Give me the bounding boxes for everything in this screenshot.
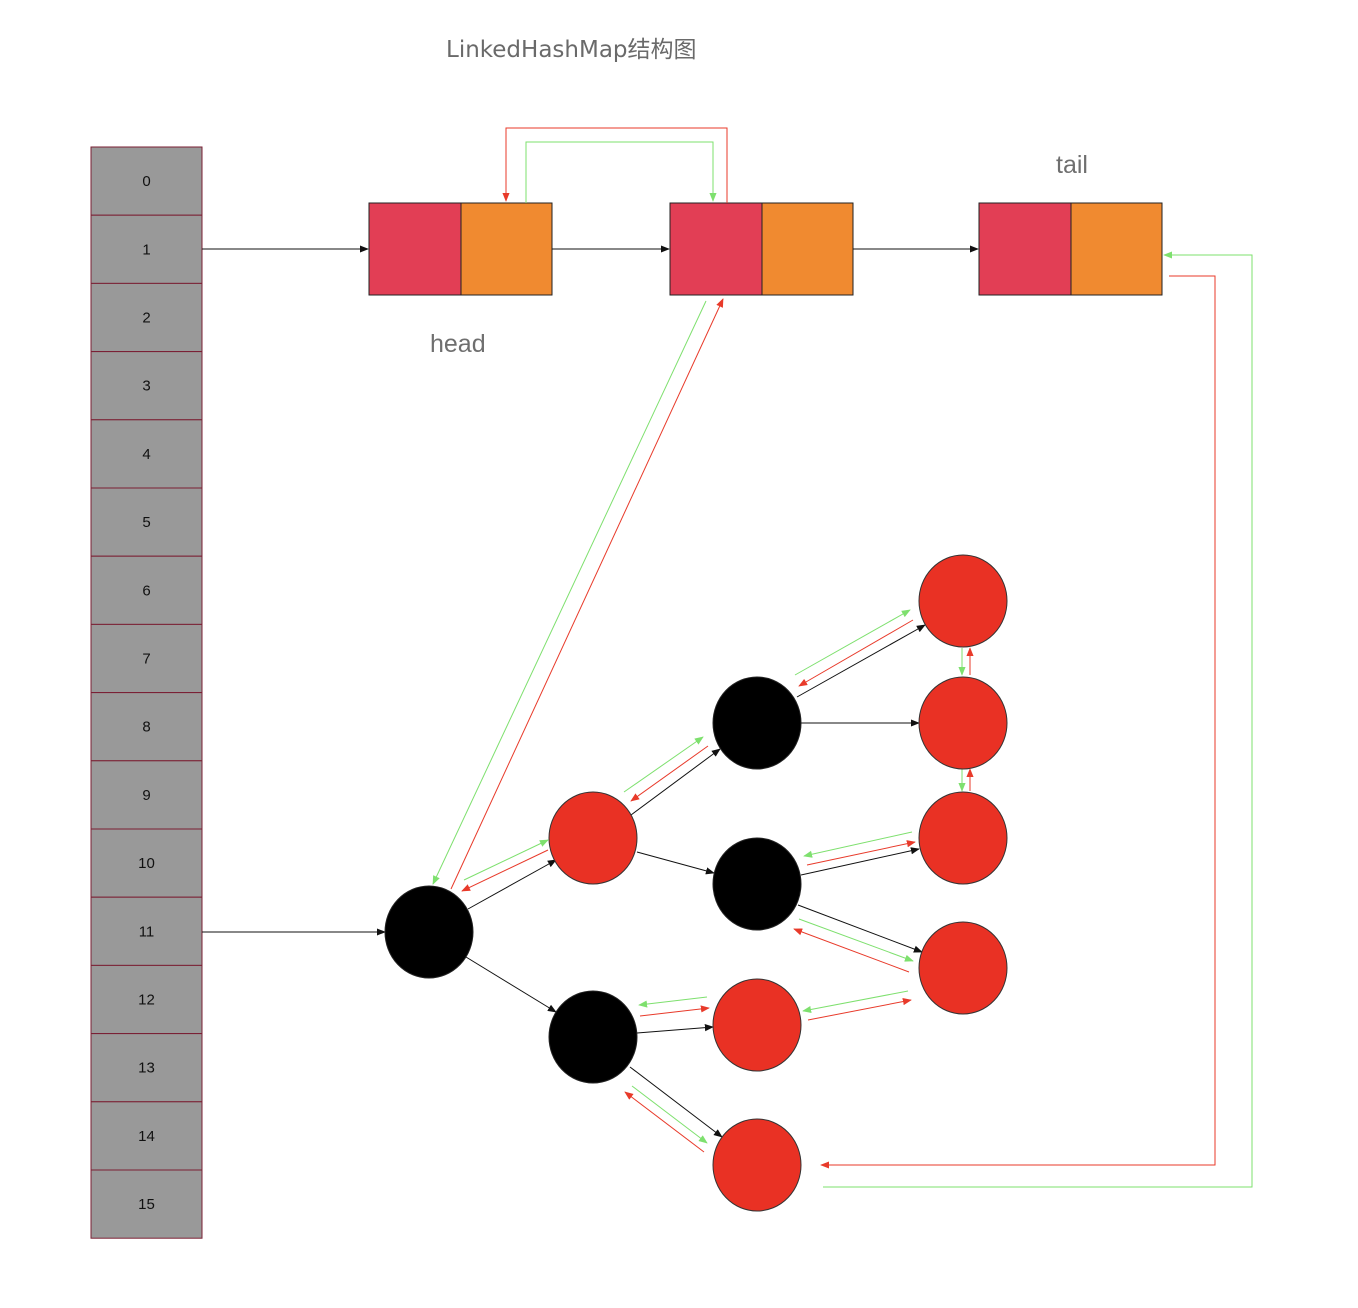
- before-link-arrow: [820, 275, 1216, 1169]
- before-link-arrow: [630, 745, 709, 802]
- tree-node-black: [712, 676, 802, 770]
- tree-links: [461, 609, 974, 1153]
- tree-node-red: [918, 791, 1008, 885]
- tree-node-black: [384, 885, 474, 979]
- bucket-cell: [90, 351, 203, 421]
- before-link-arrow: [798, 619, 914, 687]
- bucket-index-label: 1: [142, 241, 150, 258]
- bucket-cell: [90, 282, 203, 353]
- after-link-arrow: [432, 300, 707, 885]
- bucket-cell: [90, 828, 203, 898]
- tail-entry-key-cell: [978, 202, 1072, 296]
- middle-entry-value-cell: [761, 202, 854, 296]
- after-link-arrow: [794, 609, 911, 676]
- bucket-index-label: 7: [142, 651, 150, 668]
- diagram-title: LinkedHashMap结构图: [446, 37, 697, 63]
- bucket-cell: [90, 964, 203, 1035]
- tree-edges: [465, 624, 926, 1138]
- bucket-index-label: 12: [138, 992, 155, 1009]
- before-link-arrow: [807, 998, 912, 1021]
- tree-edge-arrow: [465, 956, 557, 1013]
- head-label: head: [430, 330, 486, 358]
- bucket-index-label: 9: [142, 787, 150, 804]
- tree-node-red: [918, 921, 1008, 1015]
- tree-edge-arrow: [636, 1024, 714, 1034]
- bucket-index-label: 11: [139, 923, 155, 940]
- tree-edge-arrow: [636, 851, 715, 875]
- tree-edge-arrow: [800, 847, 920, 876]
- bucket-index-label: 8: [142, 719, 150, 736]
- bucket-cell: [90, 419, 203, 489]
- head-entry-key-cell: [368, 202, 462, 296]
- after-link-arrow: [638, 996, 708, 1008]
- bucket-cell: [90, 1101, 203, 1171]
- after-link-arrow: [623, 736, 704, 793]
- before-link-arrow: [624, 1091, 705, 1153]
- bucket-cell: [90, 1169, 203, 1239]
- bucket-index-label: 3: [142, 378, 150, 395]
- after-link-arrow: [525, 141, 717, 203]
- head-entry-value-cell: [460, 202, 553, 296]
- bucket-cell: [90, 623, 203, 694]
- bucket-index-label: 2: [142, 310, 150, 327]
- middle-entry-key-cell: [669, 202, 763, 296]
- tree-node-red: [918, 676, 1008, 770]
- bucket-index-label: 14: [138, 1128, 155, 1145]
- bucket-index-label: 13: [138, 1060, 155, 1077]
- before-link-arrow: [461, 849, 549, 892]
- tree-node-red: [918, 554, 1008, 648]
- tail-entry-value-cell: [1070, 202, 1163, 296]
- red-black-tree: [384, 554, 1008, 1212]
- before-link-arrow: [502, 127, 728, 203]
- bucket-cell: [90, 214, 203, 284]
- head-entry: [368, 202, 553, 296]
- next-pointers: [202, 245, 979, 936]
- before-link-arrow: [793, 928, 910, 973]
- bucket-index-label: 0: [142, 173, 150, 190]
- before-link-arrow: [639, 1005, 710, 1017]
- after-link-arrow: [803, 831, 913, 858]
- tree-node-red: [712, 978, 802, 1072]
- bucket-cell: [90, 487, 203, 557]
- after-link-arrow: [631, 1085, 708, 1144]
- tree-node-red: [548, 791, 638, 885]
- bucket-index-label: 10: [138, 855, 155, 872]
- bucket-index-label: 5: [142, 514, 150, 531]
- bucket-cell: [90, 896, 203, 966]
- tail-entry: [978, 202, 1163, 296]
- after-link-arrow: [463, 839, 549, 881]
- before-link-arrow: [450, 298, 724, 890]
- after-link-arrow: [823, 251, 1253, 1188]
- tree-node-black: [548, 990, 638, 1084]
- middle-entry: [669, 202, 854, 296]
- tree-edge-arrow: [467, 859, 557, 910]
- after-link-arrow: [802, 990, 909, 1014]
- bucket-index-label: 6: [142, 582, 150, 599]
- bucket-cell: [90, 1033, 203, 1103]
- bucket-index-label: 15: [138, 1196, 155, 1213]
- before-link-arrow: [806, 840, 916, 866]
- bucket-cell: [90, 760, 203, 830]
- tree-edge-arrow: [797, 904, 923, 953]
- tree-edge-arrow: [796, 624, 926, 698]
- bucket-cell: [90, 146, 203, 216]
- tree-node-black: [712, 837, 802, 931]
- tree-edge-arrow: [629, 1066, 723, 1138]
- tree-node-red: [712, 1118, 802, 1212]
- tree-edge-arrow: [630, 748, 721, 816]
- bucket-index-label: 4: [142, 446, 150, 463]
- after-link-arrow: [798, 918, 914, 962]
- tail-label: tail: [1056, 151, 1088, 179]
